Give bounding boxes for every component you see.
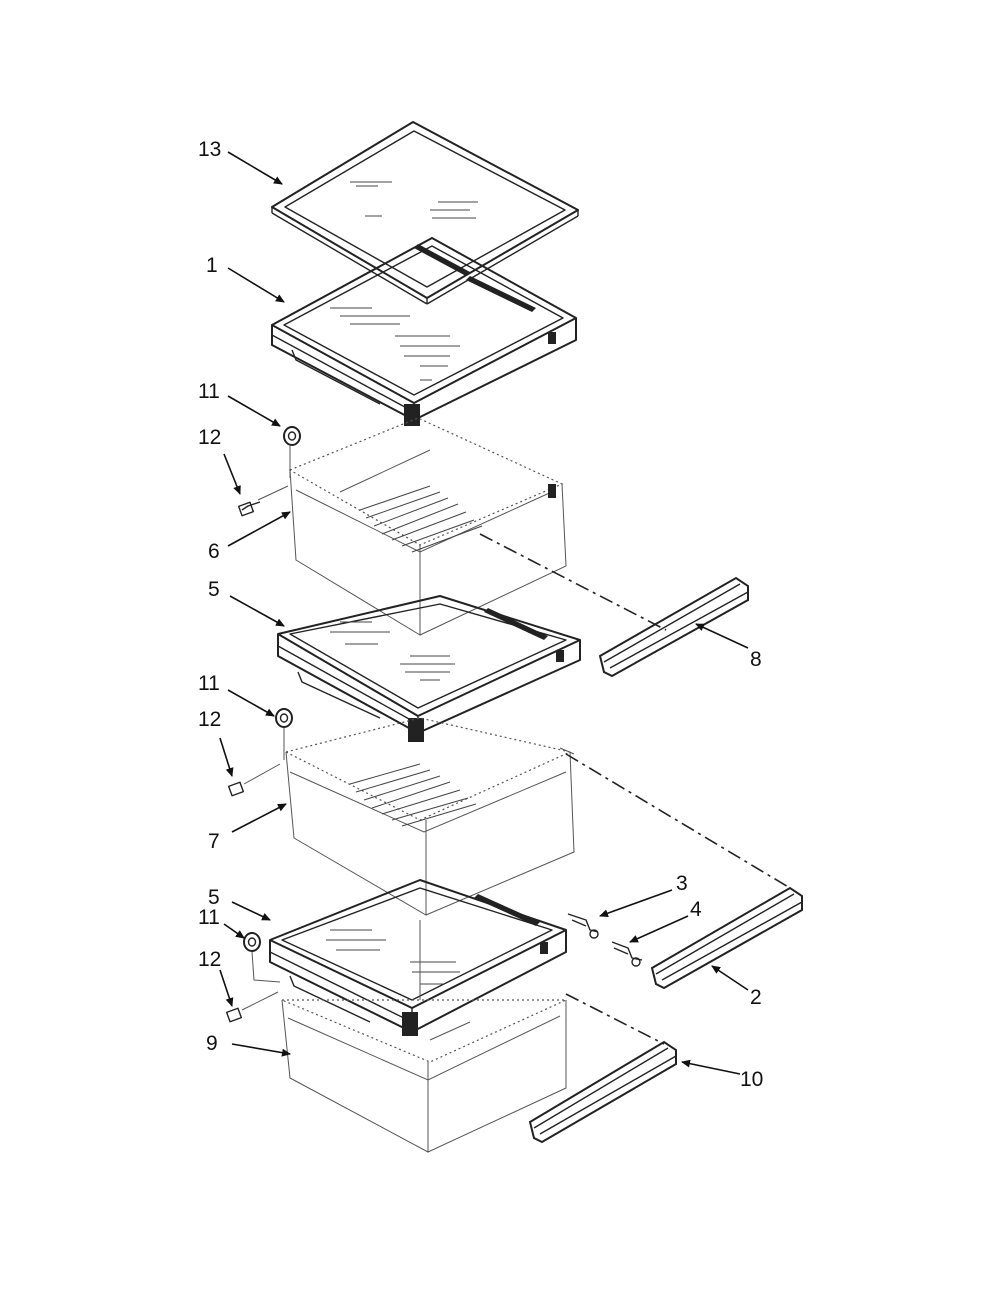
part-12-screw-middle — [227, 763, 281, 797]
part-2-middle-rail — [650, 886, 803, 990]
callout-9: 9 — [206, 1032, 218, 1055]
part-9-bottom-drawer — [281, 999, 567, 1153]
part-12-screw-lower — [225, 991, 279, 1023]
callout-12-middle: 12 — [198, 708, 221, 731]
callout-3: 3 — [676, 872, 688, 895]
callout-8: 8 — [750, 648, 762, 671]
callout-11-upper: 11 — [198, 380, 220, 403]
part-13-glass-shelf — [271, 121, 579, 305]
assembly-lines — [479, 533, 791, 1045]
part-5-lower-shelf — [269, 879, 567, 1036]
callout-2: 2 — [750, 986, 762, 1009]
part-10-lower-rail — [528, 1040, 677, 1144]
part-1-upper-shelf — [271, 237, 577, 426]
part-7-middle-crisper-drawer — [284, 717, 575, 916]
part-11-wheel-lower — [243, 932, 281, 983]
part-3-clip — [567, 913, 599, 939]
callout-7: 7 — [208, 830, 220, 853]
callout-11-lower: 11 — [198, 906, 220, 929]
part-11-wheel-upper — [283, 426, 301, 478]
callout-6: 6 — [208, 540, 220, 563]
callout-labels: 13 1 11 12 6 5 8 11 12 7 3 4 5 11 12 2 9… — [198, 138, 763, 1091]
callout-11-middle: 11 — [198, 672, 220, 695]
part-6-upper-crisper-drawer — [288, 417, 567, 636]
part-12-screw-upper — [237, 485, 289, 517]
callout-5-upper: 5 — [208, 578, 220, 601]
part-4-clip — [611, 941, 643, 967]
leader-lines — [219, 151, 749, 1075]
callout-10: 10 — [740, 1068, 763, 1091]
callout-4: 4 — [690, 898, 702, 921]
callout-1: 1 — [206, 254, 218, 277]
callout-12-upper: 12 — [198, 426, 221, 449]
part-11-wheel-middle — [275, 708, 293, 760]
part-5-middle-shelf — [277, 595, 581, 742]
part-8-upper-rail — [598, 576, 749, 678]
callout-13: 13 — [198, 138, 221, 161]
callout-12-lower: 12 — [198, 948, 221, 971]
callout-5-lower: 5 — [208, 886, 220, 909]
